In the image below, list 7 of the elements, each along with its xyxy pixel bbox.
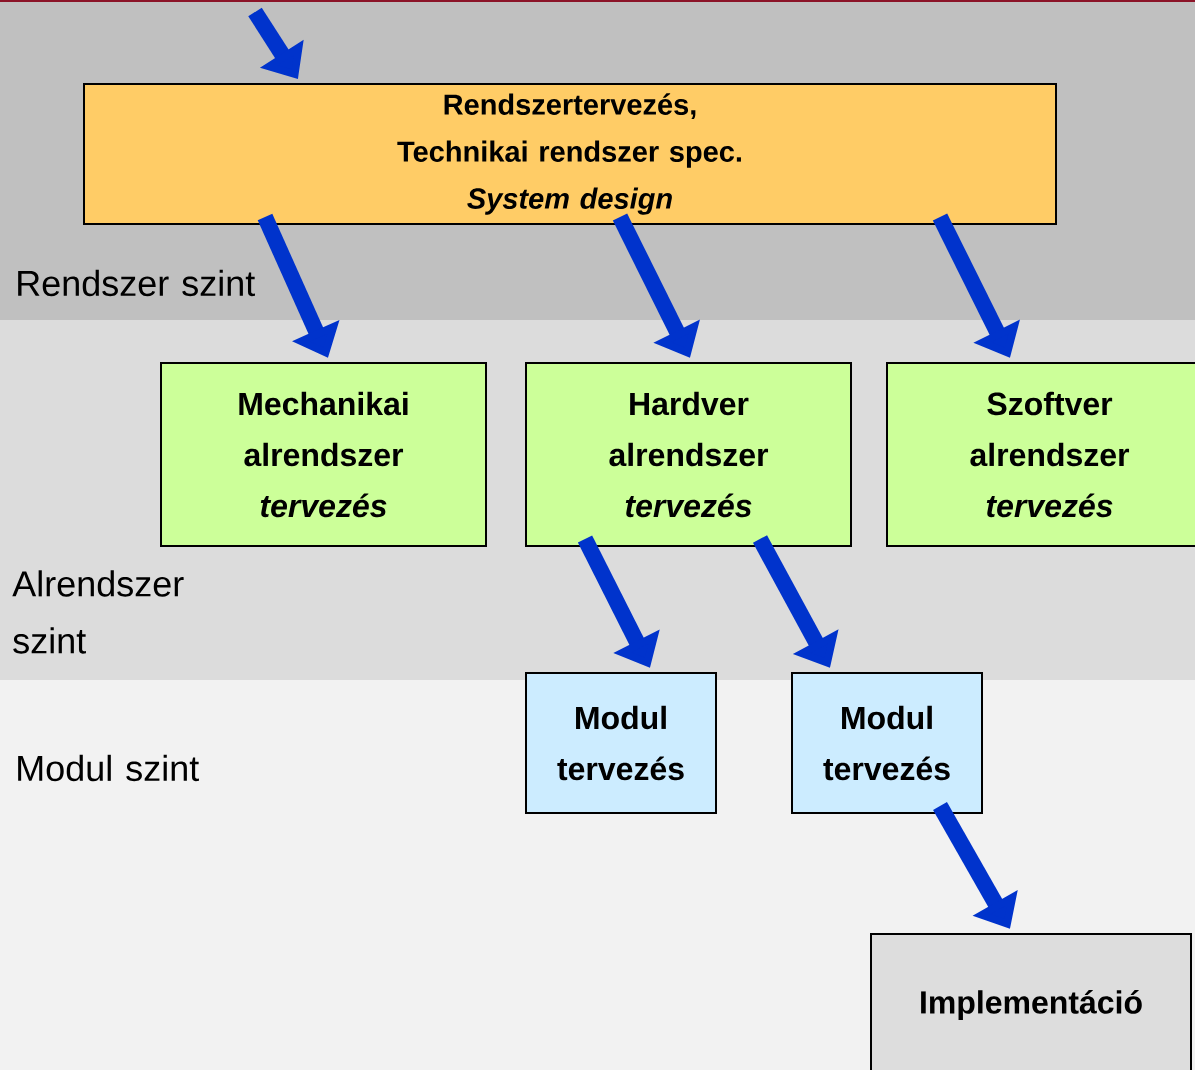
process-box: Modul tervezés (791, 672, 983, 814)
process-box: Hardver alrendszer tervezés (525, 362, 852, 547)
process-box: Modul tervezés (525, 672, 717, 814)
process-box: Rendszertervezés, Technikai rendszer spec. System design (83, 83, 1057, 225)
process-box: Implementáció (870, 933, 1192, 1070)
process-box: Mechanikai alrendszer tervezés (160, 362, 487, 547)
process-box: Szoftver alrendszer tervezés (886, 362, 1195, 547)
